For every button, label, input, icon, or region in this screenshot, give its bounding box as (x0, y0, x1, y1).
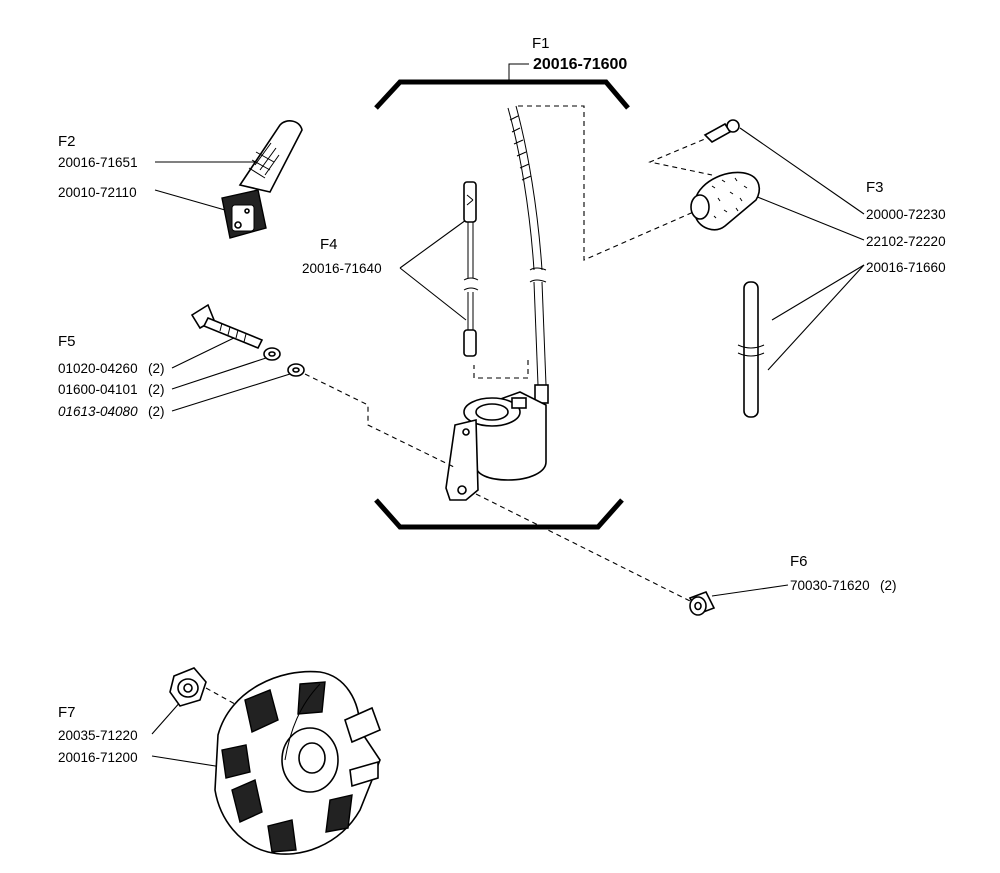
coil-spacer (688, 590, 716, 616)
f1-part-number: 20016-71600 (533, 56, 627, 73)
f3-leader-3b (767, 264, 865, 371)
group-f1: F1 20016-71600 (374, 35, 699, 530)
f4-ref-label: F4 (320, 236, 338, 253)
flat-washer (287, 363, 305, 377)
f6-part-number: 70030-71620 (790, 578, 870, 593)
flywheel-nut (169, 667, 207, 707)
f2-part-number-1: 20016-71651 (58, 155, 138, 170)
spark-plug-spring (703, 119, 740, 143)
f3-part-number-2: 22102-72220 (866, 234, 946, 249)
f1-leader (508, 63, 529, 80)
ignition-lead (507, 105, 549, 404)
group-f4: F4 20016-71640 (302, 181, 479, 357)
f3-part-number-3: 20016-71660 (866, 260, 946, 275)
stop-switch-wire (463, 181, 479, 357)
group-f5: F5 01020-04260 (2) 01600-04101 (2) 01613… (58, 303, 457, 469)
spring-washer (263, 347, 281, 361)
f5-leader-1 (171, 334, 241, 369)
ignition-tube (737, 281, 765, 418)
f3-leader-1 (739, 127, 865, 215)
f2-ref-label: F2 (58, 133, 76, 150)
coil-bolt (190, 303, 264, 350)
f7-ref-label: F7 (58, 704, 76, 721)
f5-ref-label: F5 (58, 333, 76, 350)
f6-leader (711, 584, 789, 597)
f5-leader-2 (171, 357, 267, 390)
f5-part-number-3: 01613-04080 (58, 404, 138, 419)
f3-part-number-1: 20000-72230 (866, 207, 946, 222)
f1-to-f3-dashed (518, 105, 699, 261)
f7-leader-2 (151, 755, 229, 769)
f5-qty-1: (2) (148, 361, 165, 376)
f5-leader-3 (171, 373, 291, 412)
f1-to-f4-dashed (473, 360, 529, 379)
f3-leader-3a (771, 264, 865, 321)
spark-plug-cap (690, 171, 761, 231)
f5-qty-2: (2) (148, 382, 165, 397)
f2-part-number-2: 20010-72110 (58, 185, 137, 200)
f4-leader-2 (399, 267, 467, 321)
f1-bracket-top (374, 79, 630, 110)
ignition-coil (445, 391, 547, 501)
f3-ref-label: F3 (866, 179, 884, 196)
f2-leader-2 (154, 189, 233, 213)
f3-leader-2 (754, 195, 865, 241)
f5-part-number-1: 01020-04260 (58, 361, 138, 376)
f5-part-number-2: 01600-04101 (58, 382, 138, 397)
f5-qty-3: (2) (148, 404, 165, 419)
group-f3: F3 20000-72230 22102-72220 20016-71660 (648, 119, 946, 418)
stop-switch-terminal (221, 189, 267, 239)
group-f2: F2 20016-71651 20010-72110 (58, 120, 303, 239)
flywheel (214, 670, 382, 855)
stop-switch-cover (238, 120, 303, 193)
f6-qty: (2) (880, 578, 897, 593)
group-f6: F6 70030-71620 (2) (475, 493, 897, 616)
f7-part-number-1: 20035-71220 (58, 728, 138, 743)
f7-leader-1 (151, 699, 183, 735)
f6-to-coil-dashed (475, 493, 693, 603)
f4-leader-1 (399, 219, 467, 269)
f7-part-number-2: 20016-71200 (58, 750, 138, 765)
f5-to-coil-dashed (304, 373, 457, 469)
f1-ref-label: F1 (532, 35, 550, 52)
group-f7: F7 20035-71220 20016-71200 (58, 667, 382, 855)
f6-ref-label: F6 (790, 553, 808, 570)
f1-bracket-bottom (374, 498, 624, 530)
f4-part-number: 20016-71640 (302, 261, 382, 276)
f3-spring-dashed (648, 135, 713, 176)
